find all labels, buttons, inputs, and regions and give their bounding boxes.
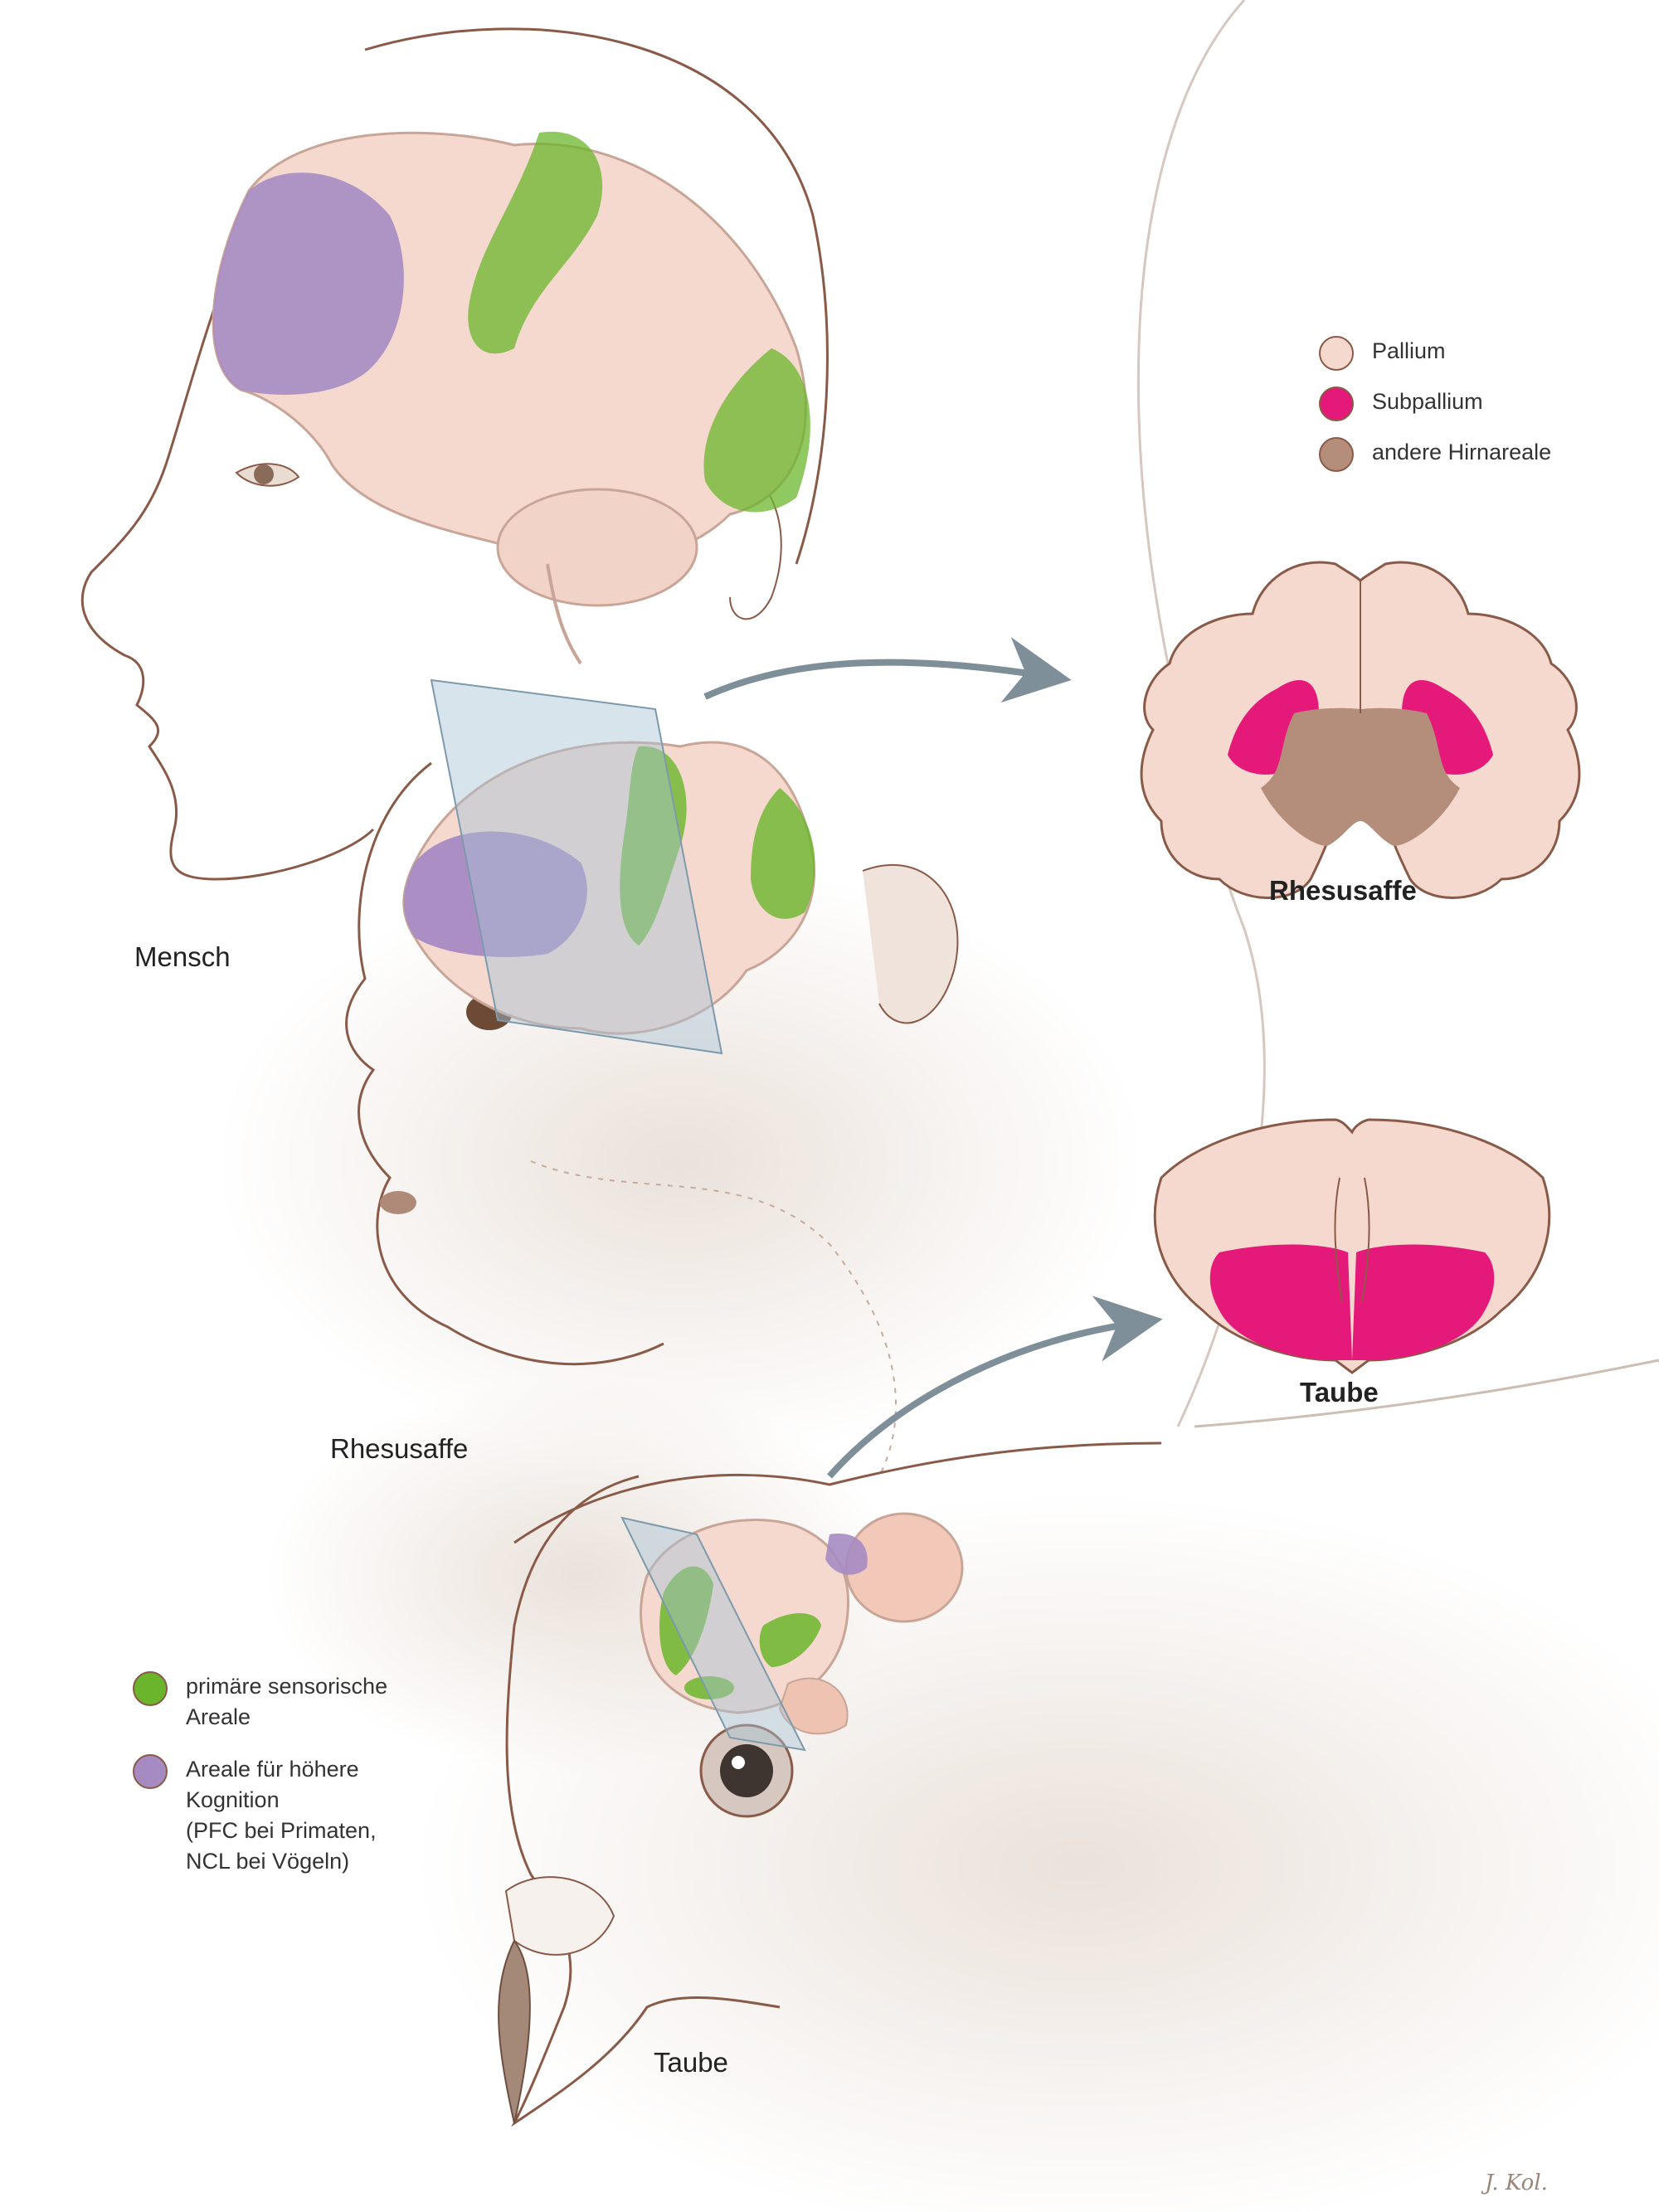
macaque-section-subpallium-right — [1402, 680, 1493, 775]
pigeon-back-outline — [1194, 1359, 1659, 1428]
macaque-frontal-cognition-area — [403, 831, 587, 957]
pigeon-section-arrow — [826, 1296, 1163, 1479]
cognition-swatch — [133, 1754, 168, 1789]
macaque-head — [345, 678, 959, 1477]
human-brainstem — [546, 563, 582, 665]
legend-other-areas-label: andere Hirnareale — [1372, 440, 1552, 464]
pigeon-body-outline — [513, 1441, 1162, 1544]
legend-cognition: Areale für höhere Kognition (PFC bei Pri… — [133, 1754, 377, 1877]
macaque-brain-pallium — [402, 741, 815, 1035]
macaque-fur — [530, 1160, 897, 1477]
legend-sensory-label: primäre sensorische Areale — [186, 1674, 388, 1729]
pigeon-sensory-area-3 — [684, 1676, 734, 1699]
macaque-sensory-area-2 — [751, 788, 815, 919]
legend-pallium: Pallium — [1319, 336, 1446, 371]
pigeon-head-outline — [505, 1475, 781, 2127]
legend-other-areas: andere Hirnareale — [1319, 437, 1551, 472]
pallium-swatch — [1319, 336, 1354, 371]
macaque-section-arrow — [703, 637, 1072, 703]
macaque-coronal-section — [1140, 561, 1581, 899]
pigeon-section-plane — [620, 1516, 806, 1752]
label-human: Mensch — [134, 941, 231, 972]
pigeon-optic-lobe — [778, 1677, 849, 1735]
human-brain — [212, 131, 810, 665]
pigeon-eye — [720, 1744, 773, 1797]
pigeon-coronal-section — [1153, 1118, 1551, 1374]
pigeon-section-ventricle — [1334, 1177, 1370, 1303]
legend-subpallium: Subpallium — [1319, 386, 1483, 421]
pigeon-ncl-cognition-area — [825, 1534, 868, 1575]
pigeon-eye-highlight — [732, 1756, 745, 1769]
pigeon-sensory-area-1 — [659, 1566, 713, 1675]
legend-pallium-label: Pallium — [1372, 338, 1446, 363]
pigeon-brain — [620, 1512, 964, 1752]
legend-sensory: primäre sensorische Areale — [133, 1671, 387, 1733]
human-profile-outline — [80, 27, 829, 881]
human-head — [80, 27, 829, 881]
human-motor-sensory-strip — [468, 131, 603, 354]
pigeon-section-subpallium — [1209, 1244, 1495, 1360]
section-title-macaque: Rhesusaffe — [1269, 875, 1417, 906]
macaque-section-subpallium-left — [1228, 680, 1319, 775]
subpallium-swatch — [1319, 386, 1354, 421]
legend-cognition-label: Areale für höhere Kognition (PFC bei Pri… — [186, 1757, 377, 1874]
pigeon-cere — [504, 1876, 615, 1956]
sensory-swatch — [133, 1671, 168, 1706]
pigeon-sensory-area-2 — [759, 1613, 821, 1667]
macaque-section-other-areas — [1261, 707, 1460, 846]
macaque-sensory-area-1 — [620, 746, 687, 946]
human-visual-cortex — [703, 348, 810, 513]
other-areas-swatch — [1319, 437, 1354, 472]
human-cerebellum — [496, 488, 698, 607]
pigeon-beak — [498, 1939, 531, 2124]
macaque-nose — [380, 1191, 416, 1214]
pigeon-head — [498, 1441, 1162, 2127]
macaque-section-plane — [430, 678, 723, 1055]
section-title-pigeon: Taube — [1300, 1377, 1379, 1407]
human-frontal-cognition-area — [213, 173, 404, 395]
macaque-brain — [402, 678, 815, 1055]
macaque-face-outline — [345, 761, 664, 1366]
human-iris — [254, 464, 274, 484]
artist-signature: J. Kol. — [1481, 2171, 1548, 2195]
label-macaque: Rhesusaffe — [330, 1433, 469, 1464]
macaque-ear — [862, 864, 959, 1024]
label-pigeon: Taube — [654, 2047, 728, 2078]
legend-subpallium-label: Subpallium — [1372, 389, 1483, 414]
